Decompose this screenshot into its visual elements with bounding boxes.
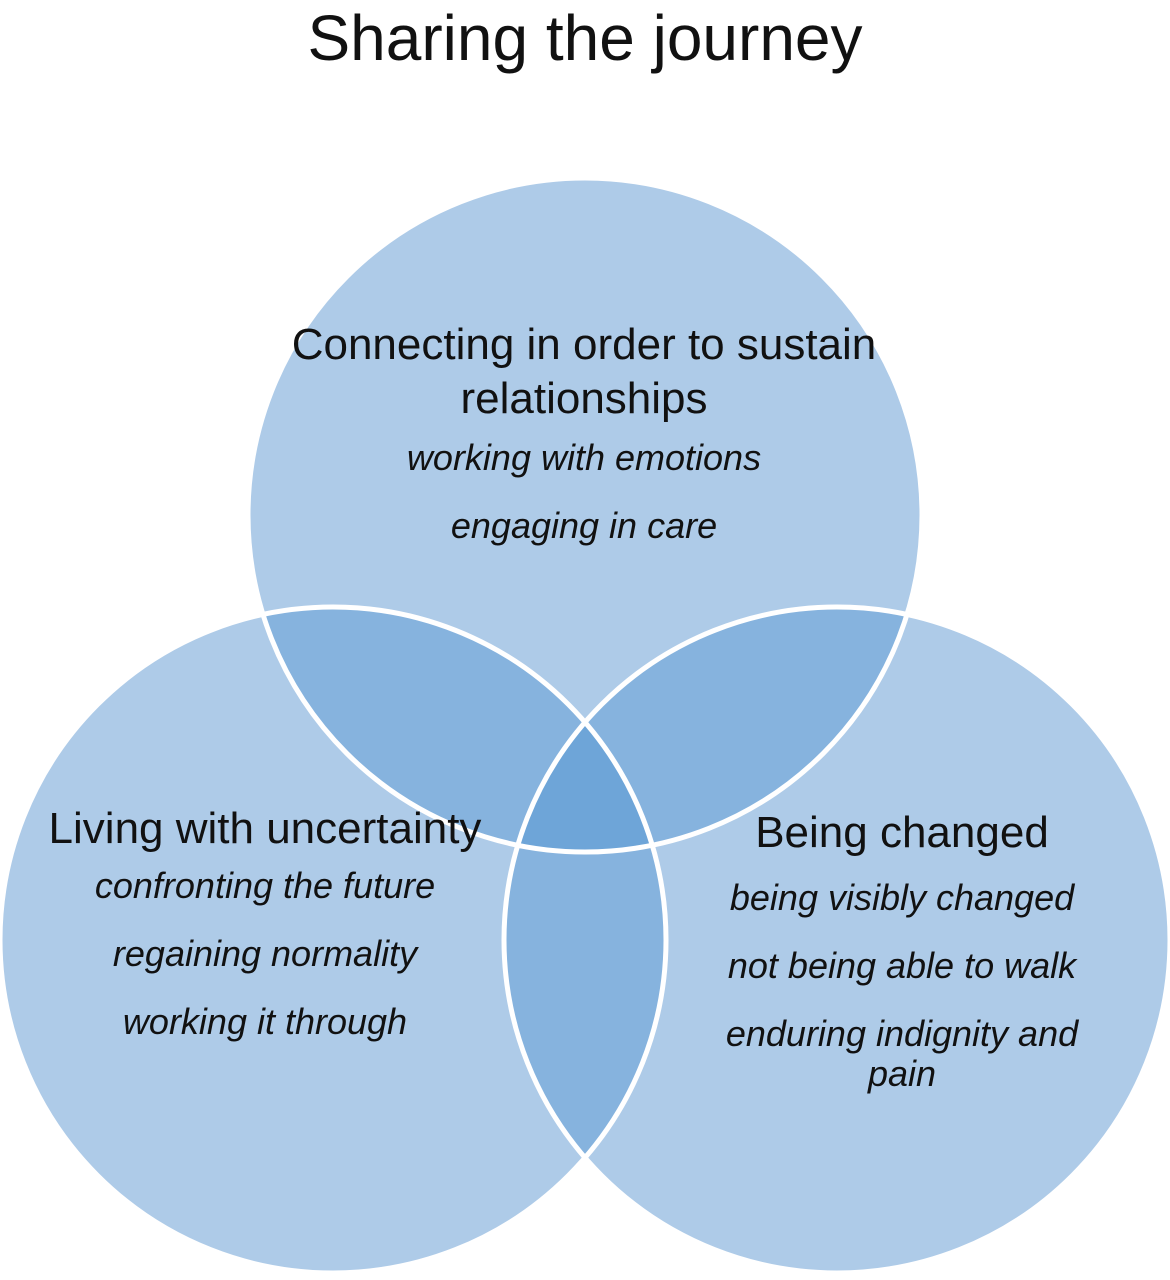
circle-left-label: Living with uncertainty confronting the … [30,802,500,1070]
circle-left-item: working it through [122,1001,408,1042]
circle-right-heading: Being changed [755,808,1049,857]
circle-top-item: working with emotions [406,437,762,478]
overlap-regions [248,607,922,1273]
circle-top-label: Connecting in order to sustain relations… [284,318,884,574]
overlap-top-right [504,607,922,852]
circle-left-item: confronting the future [94,865,436,906]
overlap-top-left [248,607,666,852]
circle-right-item: being visibly changed [729,877,1075,918]
circle-left-item: regaining normality [112,933,418,974]
circle-outlines [0,175,1170,1276]
circle-top-heading: Connecting in order to sustain relations… [291,320,877,423]
outline-left [0,604,669,1276]
circle-right-label: Being changed being visibly changed not … [672,806,1132,1094]
diagram-title: Sharing the journey [307,2,863,74]
circle-left-heading: Living with uncertainty [48,804,482,853]
outline-top [245,175,925,855]
outline-right [501,604,1170,1276]
circle-right-item: not being able to walk [727,945,1077,986]
circle-top-item: engaging in care [450,505,718,546]
circle-right-item: enduring indignity and pain [725,1013,1079,1094]
